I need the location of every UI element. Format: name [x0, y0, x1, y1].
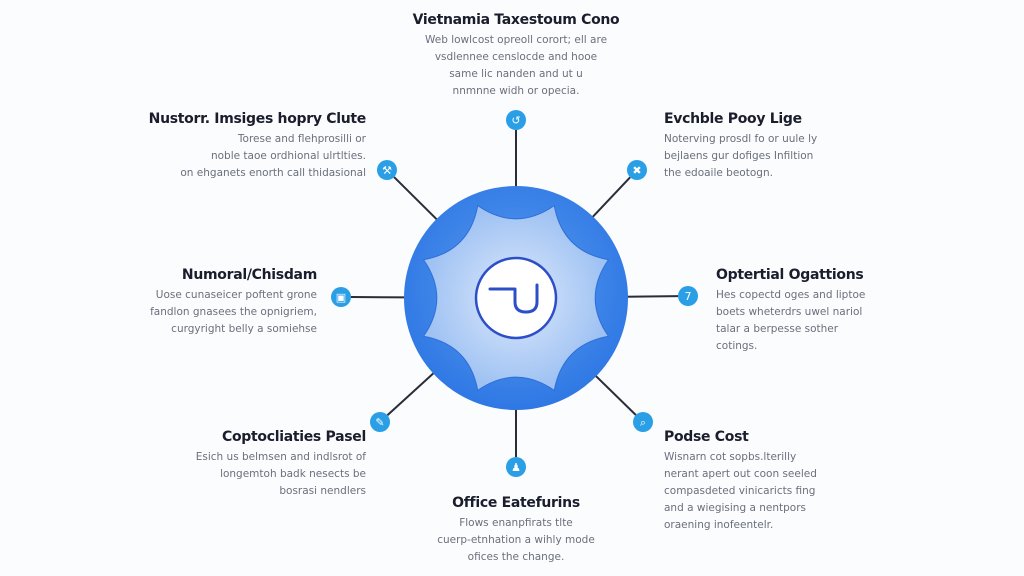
node-left[interactable]: ▣	[331, 287, 351, 307]
node-top[interactable]: ↺	[506, 110, 526, 130]
node-description-line: and a wiegising a nentpors	[664, 502, 806, 514]
node-bottom-left[interactable]: ✎	[370, 412, 390, 432]
node-dot[interactable]	[678, 286, 698, 306]
node-description-line: cotings.	[716, 340, 758, 352]
connector-bottom-left	[386, 370, 437, 417]
number-7-icon: 7	[685, 290, 692, 303]
clock-icon: ↺	[511, 114, 520, 127]
connector-top-left	[393, 176, 441, 223]
node-bottom[interactable]: ♟	[506, 457, 526, 477]
node-description-line: Web lowlcost opreoll corort; ell are	[424, 34, 608, 46]
search-icon: ⌕	[640, 416, 646, 429]
node-title: Podse Cost	[664, 429, 749, 445]
node-description-line: same lic nanden and ut u	[449, 68, 583, 80]
node-description-line: on ehganets enorth call thidasional	[180, 167, 366, 179]
node-description-line: fandlon gnasees the opnigriem,	[150, 306, 317, 318]
node-right[interactable]: 7	[678, 286, 698, 306]
node-description-line: ofices the change.	[467, 551, 565, 563]
node-title: Office Eatefurins	[452, 495, 580, 511]
square-icon: ▣	[336, 291, 346, 304]
node-description-line: Uose cunaseicer poftent grone	[155, 289, 317, 301]
node-dot[interactable]	[506, 457, 526, 477]
node-description-line: longemtoh badk nesects be	[220, 468, 366, 480]
node-description-line: the edoaile beotogn.	[664, 167, 773, 179]
node-description-line: Wisnarn cot sopbs.lterilly	[664, 451, 797, 463]
tools-icon: ⚒	[382, 164, 392, 177]
node-description-line: Flows enanpfirats tlte	[459, 517, 573, 529]
pen-icon: ✎	[375, 416, 384, 429]
node-description-line: cuerp-etnhation a wihly mode	[437, 534, 595, 546]
node-description-line: talar a berpesse sother	[716, 323, 839, 335]
node-description-line: Torese and flehprosilli or	[237, 133, 366, 145]
node-title: Numoral/Chisdam	[181, 267, 317, 283]
node-title: Evchble Pooy Lige	[664, 111, 802, 127]
node-description-line: Hes copectd oges and liptoe	[716, 289, 866, 301]
connector-right	[623, 295, 679, 298]
node-dot[interactable]	[370, 412, 390, 432]
node-dot[interactable]	[633, 412, 653, 432]
node-description-line: bejlaens gur dofiges Infiltion	[664, 150, 814, 162]
node-top-right[interactable]: ✖	[627, 160, 647, 180]
node-description-line: curgyright belly a somiehse	[171, 323, 317, 335]
node-title: Coptocliaties Pasel	[221, 429, 366, 445]
node-top-left[interactable]: ⚒	[377, 160, 397, 180]
connector-top-right	[589, 176, 631, 221]
node-description-line: nerant apert out coon seeled	[664, 468, 817, 480]
node-description-line: Esich us belmsen and indlsrot of	[195, 451, 366, 463]
node-description-line: oraening inofeentelr.	[664, 519, 774, 531]
node-description-line: noble taoe ordhional ulrtlties.	[210, 150, 366, 162]
node-title: Nustorr. Imsiges hopry Clute	[148, 111, 367, 127]
node-bottom-right[interactable]: ⌕	[633, 412, 653, 432]
node-description-line: vsdlennee censlocde and hooe	[434, 51, 598, 63]
tu-logo-icon	[488, 283, 539, 314]
person-icon: ♟	[511, 461, 521, 474]
cross-icon: ✖	[632, 164, 641, 177]
node-description-line: compasdeted vinicaricts fing	[664, 485, 816, 497]
connector-bottom-right	[592, 372, 637, 416]
node-dot[interactable]	[627, 160, 647, 180]
node-description-line: boets wheterdrs uwel nariol	[716, 306, 863, 318]
node-title: Optertial Ogattions	[716, 267, 864, 283]
node-dot[interactable]	[331, 287, 351, 307]
node-title: Vietnamia Taxestoum Cono	[412, 12, 620, 28]
node-dot[interactable]	[506, 110, 526, 130]
node-description-line: bosrasi nendlers	[279, 485, 366, 497]
node-description-line: nnmnne widh or opecia.	[452, 85, 580, 97]
node-dot[interactable]	[377, 160, 397, 180]
node-description-line: Noterving prosdl fo or uule ly	[664, 133, 818, 145]
